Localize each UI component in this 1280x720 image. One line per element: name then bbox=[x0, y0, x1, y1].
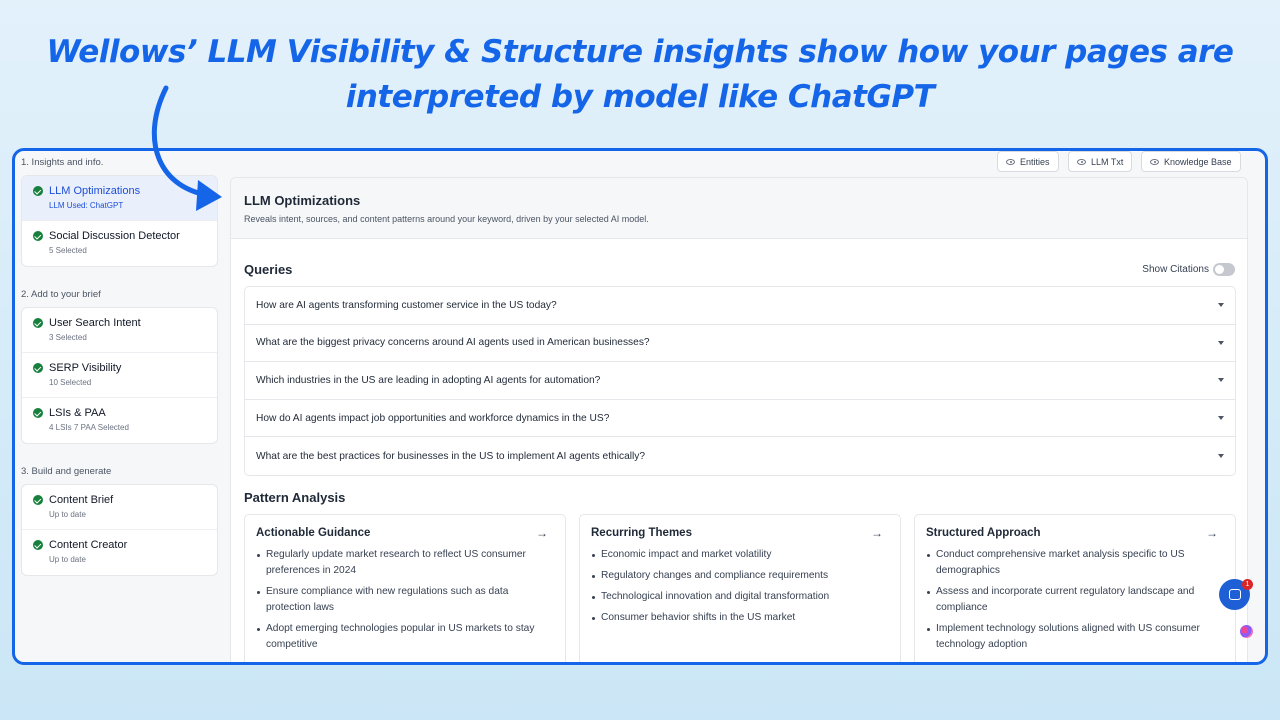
sidebar-item-llm-optimizations[interactable]: LLM Optimizations LLM Used: ChatGPT bbox=[22, 176, 217, 221]
check-icon bbox=[33, 231, 43, 241]
check-icon bbox=[33, 318, 43, 328]
sidebar-item-content-brief[interactable]: Content Brief Up to date bbox=[22, 485, 217, 530]
list-item: Conduct comprehensive market analysis sp… bbox=[926, 547, 1224, 579]
list-item: Technological innovation and digital tra… bbox=[591, 589, 889, 605]
sidebar-item-title: Content Creator bbox=[49, 539, 128, 551]
query-text: How are AI agents transforming customer … bbox=[256, 299, 557, 311]
main-panel: LLM Optimizations Reveals intent, source… bbox=[230, 177, 1248, 662]
sidebar-item-title: LSIs & PAA bbox=[49, 407, 106, 419]
arrow-right-icon[interactable]: → bbox=[536, 526, 548, 540]
check-icon bbox=[33, 408, 43, 418]
list-item: Implement technology solutions aligned w… bbox=[926, 621, 1224, 653]
entities-label: Entities bbox=[1020, 156, 1050, 167]
pattern-card-title: Structured Approach bbox=[926, 527, 1041, 539]
sidebar-item-serp-visibility[interactable]: SERP Visibility 10 Selected bbox=[22, 353, 217, 398]
knowledge-base-button[interactable]: Knowledge Base bbox=[1141, 151, 1241, 172]
headline-line-2: interpreted by model like ChatGPT bbox=[345, 79, 935, 115]
query-row[interactable]: What are the biggest privacy concerns ar… bbox=[245, 325, 1235, 363]
show-citations-control: Show Citations bbox=[1142, 263, 1235, 276]
eye-icon bbox=[1077, 158, 1086, 165]
pattern-analysis-heading: Pattern Analysis bbox=[244, 490, 346, 505]
pattern-list: Economic impact and market volatility Re… bbox=[591, 547, 889, 626]
pattern-card-title: Actionable Guidance bbox=[256, 527, 371, 539]
arrow-right-icon[interactable]: → bbox=[871, 526, 883, 540]
query-row[interactable]: How do AI agents impact job opportunitie… bbox=[245, 400, 1235, 438]
chevron-down-icon bbox=[1218, 416, 1224, 421]
sidebar-item-lsis-paa[interactable]: LSIs & PAA 4 LSIs 7 PAA Selected bbox=[22, 398, 217, 443]
list-item: Regularly update market research to refl… bbox=[256, 547, 554, 579]
sidebar-group-build: Content Brief Up to date Content Creator… bbox=[21, 484, 218, 576]
sidebar-section-label: 3. Build and generate bbox=[21, 466, 112, 477]
sidebar-item-title: Content Brief bbox=[49, 494, 114, 506]
check-icon bbox=[33, 363, 43, 373]
brain-icon[interactable] bbox=[1240, 625, 1253, 638]
query-text: How do AI agents impact job opportunitie… bbox=[256, 412, 610, 424]
page-description: Reveals intent, sources, and content pat… bbox=[244, 214, 649, 224]
pattern-list: Conduct comprehensive market analysis sp… bbox=[926, 547, 1224, 653]
pattern-card-structured-approach: Structured Approach → Conduct comprehens… bbox=[914, 514, 1236, 662]
app-window: 1. Insights and info. LLM Optimizations … bbox=[12, 148, 1268, 665]
check-icon bbox=[33, 186, 43, 196]
eye-icon bbox=[1006, 158, 1015, 165]
check-icon bbox=[33, 540, 43, 550]
sidebar-item-subtitle: 4 LSIs 7 PAA Selected bbox=[49, 423, 129, 432]
sidebar-group-brief: User Search Intent 3 Selected SERP Visib… bbox=[21, 307, 218, 444]
list-item: Ensure compliance with new regulations s… bbox=[256, 584, 554, 616]
query-row[interactable]: What are the best practices for business… bbox=[245, 437, 1235, 475]
list-item: Economic impact and market volatility bbox=[591, 547, 889, 563]
sidebar-item-user-search-intent[interactable]: User Search Intent 3 Selected bbox=[22, 308, 217, 353]
sidebar-item-subtitle: Up to date bbox=[49, 510, 86, 519]
query-row[interactable]: Which industries in the US are leading i… bbox=[245, 362, 1235, 400]
notification-badge: 1 bbox=[1242, 579, 1253, 590]
chevron-down-icon bbox=[1218, 340, 1224, 345]
sidebar-item-title: SERP Visibility bbox=[49, 362, 122, 374]
sidebar-item-content-creator[interactable]: Content Creator Up to date bbox=[22, 530, 217, 575]
sidebar-item-subtitle: 5 Selected bbox=[49, 246, 87, 255]
headline: Wellows’ LLM Visibility & Structure insi… bbox=[0, 30, 1280, 120]
sidebar-item-subtitle: LLM Used: ChatGPT bbox=[49, 201, 124, 210]
query-row[interactable]: How are AI agents transforming customer … bbox=[245, 287, 1235, 325]
llm-txt-label: LLM Txt bbox=[1091, 156, 1124, 167]
sidebar-item-subtitle: 3 Selected bbox=[49, 333, 87, 342]
query-list: How are AI agents transforming customer … bbox=[244, 286, 1236, 476]
entities-button[interactable]: Entities bbox=[997, 151, 1059, 172]
sidebar-section-label: 2. Add to your brief bbox=[21, 289, 101, 300]
pattern-card-actionable-guidance: Actionable Guidance → Regularly update m… bbox=[244, 514, 566, 662]
sidebar-item-title: User Search Intent bbox=[49, 317, 141, 329]
list-item: Regulatory changes and compliance requir… bbox=[591, 568, 889, 584]
queries-heading: Queries bbox=[244, 262, 293, 277]
knowledge-base-label: Knowledge Base bbox=[1164, 156, 1232, 167]
query-text: What are the best practices for business… bbox=[256, 450, 646, 462]
show-citations-label: Show Citations bbox=[1142, 264, 1209, 275]
pattern-list: Regularly update market research to refl… bbox=[256, 547, 554, 653]
sidebar-section-label: 1. Insights and info. bbox=[21, 157, 104, 168]
headline-line-1: Wellows’ LLM Visibility & Structure insi… bbox=[46, 34, 1234, 70]
arrow-right-icon: → bbox=[195, 186, 208, 201]
pattern-card-title: Recurring Themes bbox=[591, 527, 692, 539]
sidebar-item-subtitle: 10 Selected bbox=[49, 378, 92, 387]
sidebar-item-title: LLM Optimizations bbox=[49, 185, 141, 197]
chevron-down-icon bbox=[1218, 454, 1224, 459]
chevron-down-icon bbox=[1218, 378, 1224, 383]
check-icon bbox=[33, 495, 43, 505]
eye-icon bbox=[1150, 158, 1159, 165]
query-text: Which industries in the US are leading i… bbox=[256, 374, 601, 386]
list-item: Adopt emerging technologies popular in U… bbox=[256, 621, 554, 653]
list-item: Consumer behavior shifts in the US marke… bbox=[591, 610, 889, 626]
show-citations-toggle[interactable] bbox=[1213, 263, 1235, 276]
main-header: LLM Optimizations Reveals intent, source… bbox=[231, 178, 1247, 239]
sidebar-item-subtitle: Up to date bbox=[49, 555, 86, 564]
query-text: What are the biggest privacy concerns ar… bbox=[256, 337, 650, 349]
sidebar-item-social-discussion[interactable]: Social Discussion Detector 5 Selected bbox=[22, 221, 217, 266]
llm-txt-button[interactable]: LLM Txt bbox=[1068, 151, 1133, 172]
pattern-card-recurring-themes: Recurring Themes → Economic impact and m… bbox=[579, 514, 901, 662]
sidebar-group-insights: LLM Optimizations LLM Used: ChatGPT Soci… bbox=[21, 175, 218, 267]
arrow-right-icon[interactable]: → bbox=[1206, 526, 1218, 540]
page-title: LLM Optimizations bbox=[244, 193, 361, 208]
sidebar-item-title: Social Discussion Detector bbox=[49, 230, 180, 242]
chevron-down-icon bbox=[1218, 303, 1224, 308]
list-item: Assess and incorporate current regulator… bbox=[926, 584, 1224, 616]
